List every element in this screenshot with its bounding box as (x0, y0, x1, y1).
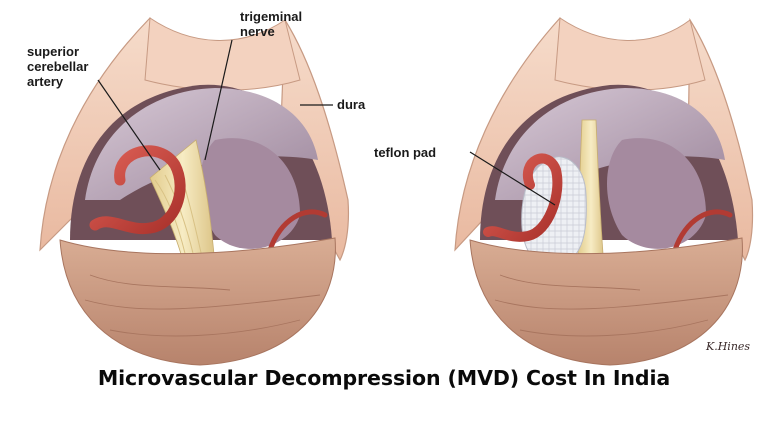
left-panel: superior cerebellar artery trigeminal ne… (27, 9, 366, 366)
dura-top-r (554, 17, 706, 91)
leader-pad (469, 151, 556, 206)
cerebrum (85, 88, 318, 200)
cerebellum-r (469, 237, 743, 366)
cerebellum-folia (84, 274, 321, 337)
artery-loop-r (483, 153, 563, 242)
artist-signature: K.Hines (705, 340, 750, 353)
dura-top (144, 17, 301, 91)
leader-artery (97, 79, 161, 171)
cerebellum (59, 237, 336, 366)
label-nerve: trigeminal nerve (240, 9, 306, 39)
cerebellum-folia-r (494, 274, 729, 337)
label-pad: teflon pad (374, 145, 436, 160)
artery-loop (89, 145, 186, 235)
vessel-right (267, 209, 328, 253)
brainstem-r (607, 138, 706, 249)
vessel-right-r (672, 209, 733, 253)
leader-nerve (204, 39, 233, 161)
page-title: Microvascular Decompression (MVD) Cost I… (97, 366, 671, 390)
brainstem (200, 138, 300, 249)
right-panel: teflon pad K.Hines (374, 17, 754, 366)
label-artery: superior cerebellar artery (27, 44, 92, 89)
label-dura: dura (337, 97, 366, 112)
